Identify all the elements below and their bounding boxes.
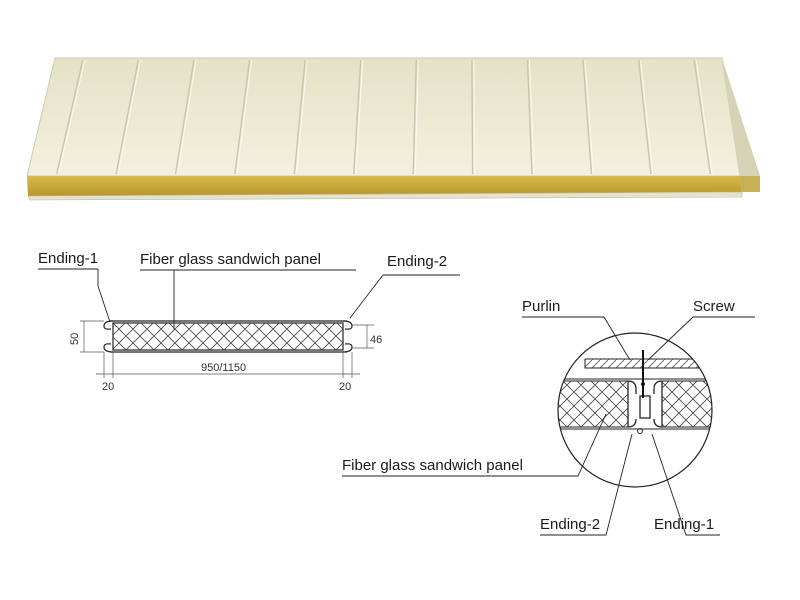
panel-rib-highlight: [58, 59, 86, 175]
section-label-ending-1: Ending-1: [38, 250, 98, 267]
panel-rib: [637, 59, 652, 175]
panel-photo: [26, 57, 760, 201]
panel-rib-highlight: [414, 59, 419, 175]
detail-ending-1: [639, 380, 663, 428]
panel-core-edge: [27, 176, 742, 196]
panel-rib-highlight: [473, 59, 476, 175]
panel-rib: [234, 59, 251, 175]
detail-label-ending-2: Ending-2: [540, 516, 600, 533]
section-label-panel: Fiber glass sandwich panel: [140, 251, 321, 268]
panel-rib-highlight: [355, 59, 364, 175]
detail-purlin: [584, 358, 712, 369]
joint-detail: Purlin Screw Fiber glass sandwich panel …: [342, 298, 755, 536]
panel-top-skin: [26, 57, 741, 177]
panel-rib: [582, 59, 593, 175]
section-label-ending-2: Ending-2: [387, 253, 447, 270]
section-ending-1: [103, 320, 114, 353]
panel-rib-highlight: [584, 59, 594, 175]
panel-rib-highlight: [528, 59, 535, 175]
dim-right-edge: 20: [339, 381, 351, 393]
detail-label-panel: Fiber glass sandwich panel: [342, 457, 523, 474]
panel-bottom-skin: [27, 191, 743, 201]
panel-rib-highlight: [117, 59, 141, 175]
panel-rib: [115, 59, 140, 175]
section-ending-2: [342, 320, 353, 353]
detail-panel-right: [661, 380, 712, 428]
panel-rib: [174, 59, 195, 175]
panel-rib: [693, 59, 711, 175]
panel-rib: [353, 59, 362, 175]
dim-thickness-inner: 46: [370, 334, 382, 346]
panel-rib-highlight: [640, 59, 654, 175]
dim-thickness: 50: [69, 333, 81, 345]
detail-circle: [557, 332, 713, 488]
detail-label-ending-1: Ending-1: [654, 516, 714, 533]
panel-rib: [412, 59, 417, 175]
detail-label-screw: Screw: [693, 298, 735, 315]
panel-rib: [526, 59, 533, 175]
section-core: [112, 322, 344, 351]
panel-rib-highlight: [295, 59, 308, 175]
panel-ribs: [56, 59, 713, 175]
panel-rib-highlight: [177, 59, 197, 175]
detail-label-purlin: Purlin: [522, 298, 560, 315]
detail-ending-2: [627, 380, 637, 428]
panel-rib-highlight: [236, 59, 253, 175]
section-drawing: Ending-1 Fiber glass sandwich panel Endi…: [38, 250, 460, 393]
panel-rib: [293, 59, 306, 175]
dim-width: 950/1150: [201, 362, 246, 374]
dim-left-edge: 20: [102, 381, 114, 393]
panel-rib: [56, 59, 84, 175]
panel-rib-highlight: [695, 59, 713, 175]
panel-rib: [471, 59, 474, 175]
panel-right-end: [722, 58, 760, 192]
